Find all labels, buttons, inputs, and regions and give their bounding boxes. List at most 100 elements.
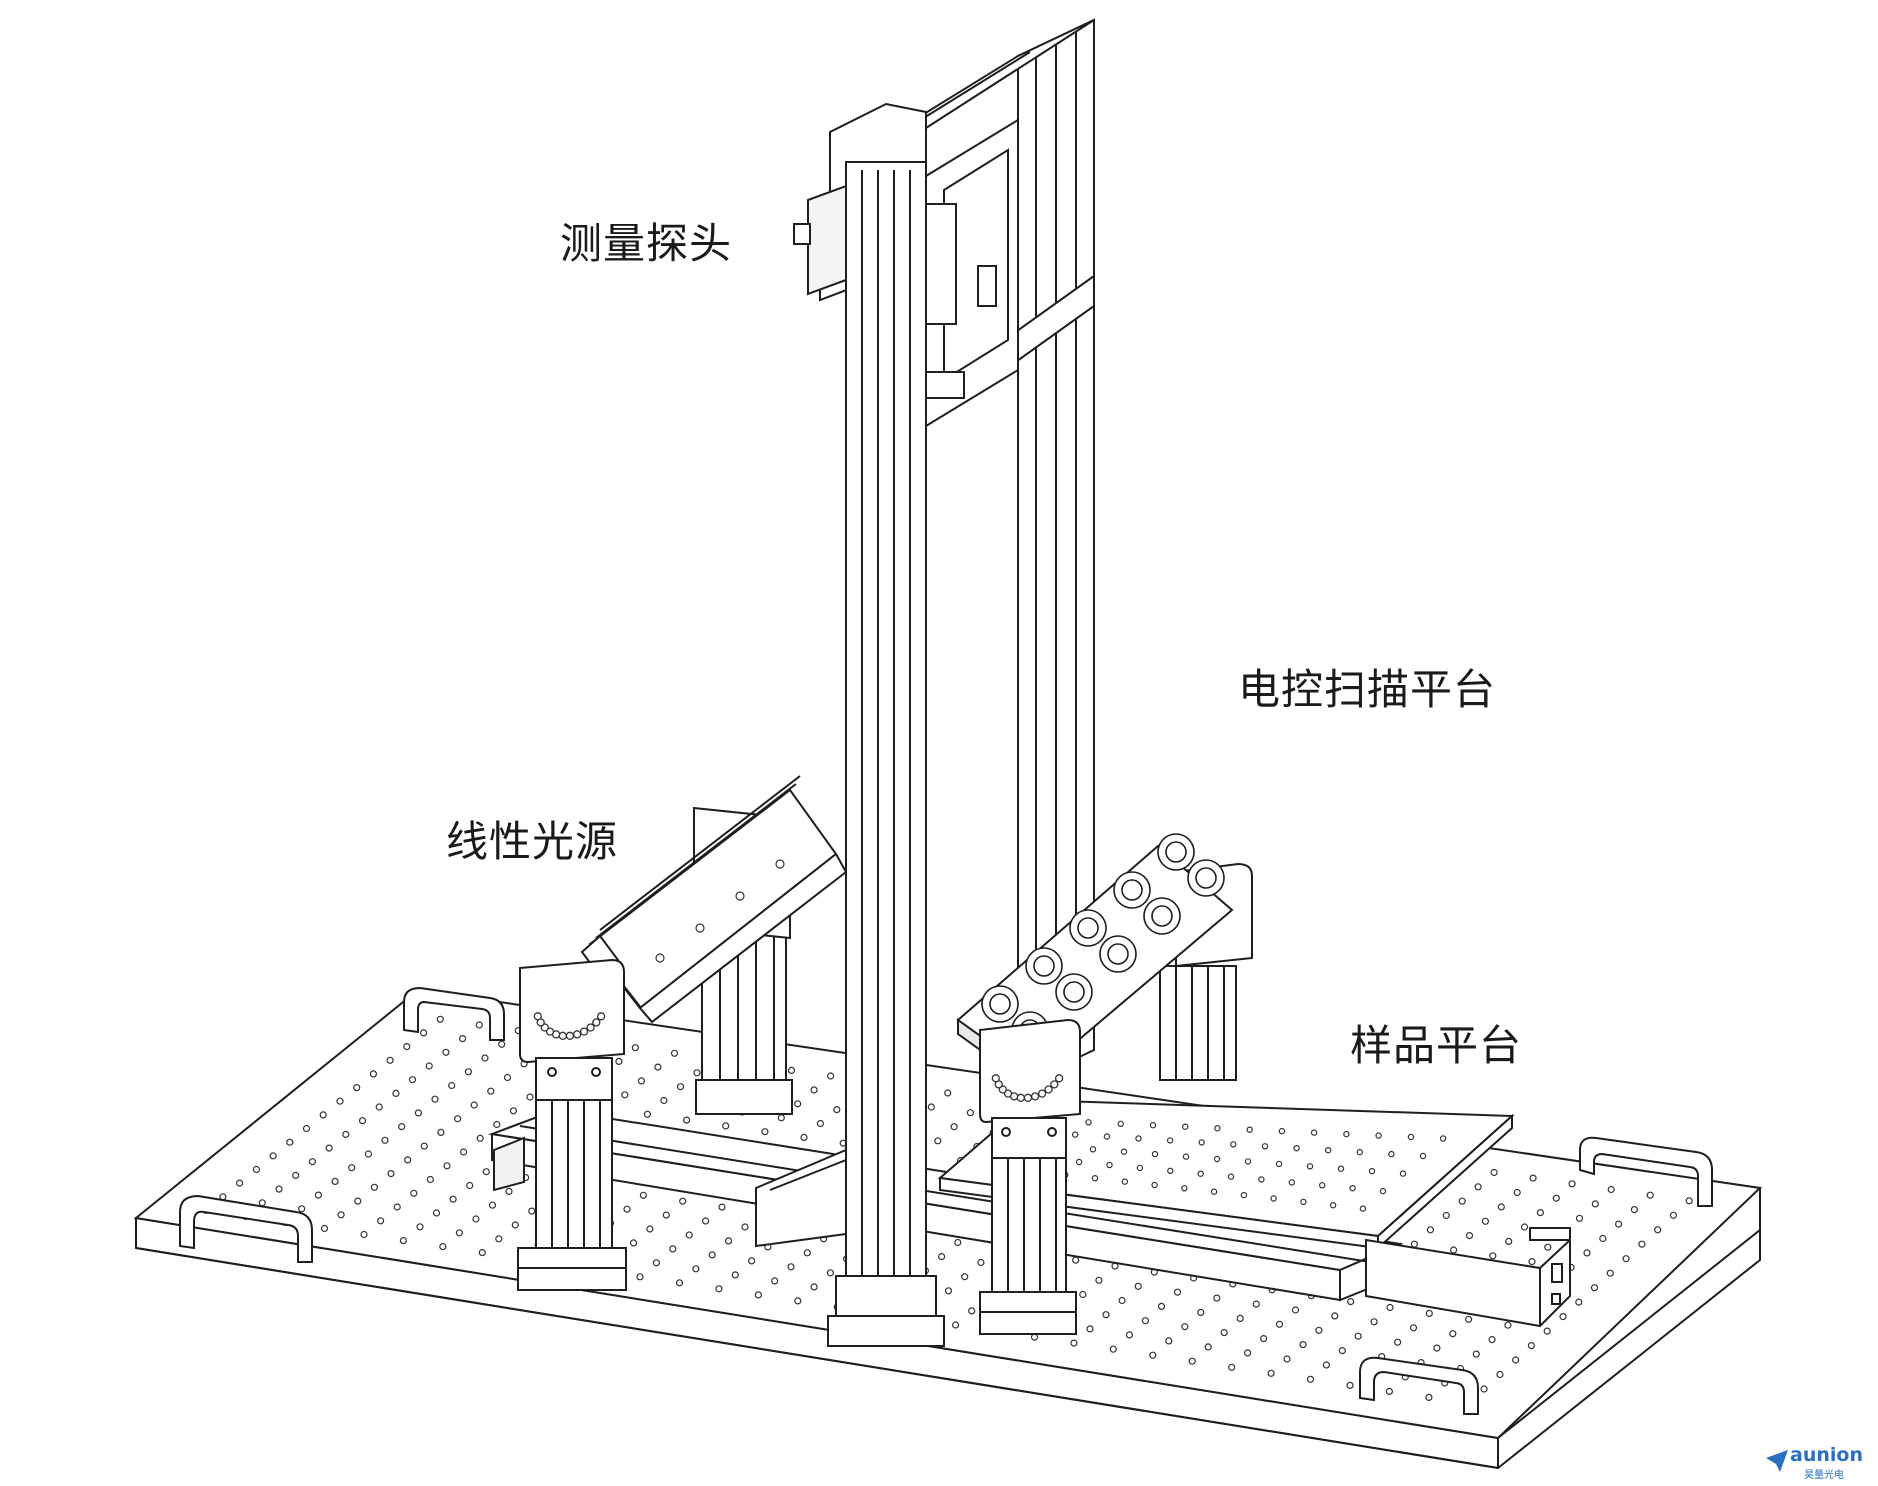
hole xyxy=(1465,1231,1474,1240)
hole xyxy=(258,1199,266,1207)
hole xyxy=(408,1076,417,1084)
hole xyxy=(810,1086,818,1094)
hole xyxy=(319,1111,327,1119)
hole xyxy=(1520,1223,1529,1231)
hole xyxy=(493,1120,501,1129)
hole xyxy=(437,1128,445,1137)
hole xyxy=(269,1152,277,1160)
hole xyxy=(950,1123,958,1131)
hole xyxy=(1591,1200,1599,1208)
hole xyxy=(1259,1334,1268,1343)
hole xyxy=(1181,1123,1189,1130)
hole xyxy=(1481,1217,1490,1225)
hole xyxy=(1167,1167,1174,1175)
hole xyxy=(596,1012,606,1021)
hole xyxy=(1359,1205,1367,1212)
hole xyxy=(794,1100,802,1108)
hole xyxy=(358,1117,367,1125)
hole xyxy=(1654,1226,1662,1234)
hole xyxy=(1188,1357,1196,1365)
hole xyxy=(1030,1092,1040,1101)
handle-front-right xyxy=(1359,1356,1479,1415)
hole xyxy=(701,1217,710,1225)
hole xyxy=(1107,943,1129,965)
label-linear-light-source: 线性光源 xyxy=(446,817,619,866)
hole xyxy=(1426,1226,1435,1234)
hole xyxy=(252,1165,260,1174)
hole xyxy=(592,1018,601,1027)
hole xyxy=(1151,1181,1158,1189)
hole xyxy=(431,1095,439,1103)
hole xyxy=(1385,1387,1394,1396)
hole xyxy=(1103,1133,1111,1140)
hole xyxy=(1149,1351,1157,1359)
hole xyxy=(1117,1120,1124,1128)
hole xyxy=(1283,1355,1291,1363)
handles xyxy=(179,986,1713,1415)
hole xyxy=(1347,1297,1355,1306)
hole xyxy=(1346,1381,1354,1390)
hole xyxy=(1375,1132,1382,1139)
hole xyxy=(1638,1240,1646,1248)
hole xyxy=(320,1224,329,1233)
sample-platform xyxy=(937,1098,1571,1328)
hole xyxy=(275,1185,283,1193)
hole xyxy=(636,1273,644,1281)
brand-logo xyxy=(1766,1450,1788,1472)
hole xyxy=(404,1156,412,1164)
hole xyxy=(487,1087,495,1095)
hole xyxy=(1354,1332,1362,1340)
hole xyxy=(1338,1346,1346,1355)
hole xyxy=(1583,1249,1591,1257)
hole xyxy=(1033,955,1055,977)
scan-lens-array xyxy=(956,833,1234,1092)
hole xyxy=(685,1231,693,1239)
hole xyxy=(1173,1288,1182,1296)
scan-stage-front-mount xyxy=(979,1018,1081,1335)
hole xyxy=(1410,1240,1419,1248)
hole xyxy=(1136,1164,1144,1172)
hole xyxy=(1149,1121,1157,1129)
hole xyxy=(1433,1344,1441,1352)
hole xyxy=(1270,1195,1277,1202)
hole xyxy=(1197,1170,1204,1177)
hole xyxy=(455,1229,463,1237)
hole xyxy=(236,1179,244,1187)
hole xyxy=(505,1187,513,1196)
hole xyxy=(1125,1331,1134,1339)
hole xyxy=(679,1197,687,1205)
hole xyxy=(426,1175,434,1184)
hole xyxy=(1458,1197,1466,1205)
hole xyxy=(386,1056,394,1064)
hole xyxy=(1181,1185,1188,1192)
hole xyxy=(1407,1133,1415,1141)
hole xyxy=(1488,1335,1496,1344)
hole xyxy=(1490,1168,1498,1177)
hole xyxy=(1220,1328,1228,1337)
hole xyxy=(989,993,1011,1015)
hole xyxy=(1016,1093,1025,1102)
hole xyxy=(1442,1211,1450,1220)
hole xyxy=(1393,1338,1402,1346)
hole xyxy=(503,1073,512,1082)
hole xyxy=(787,1263,795,1271)
hole xyxy=(1072,1256,1080,1264)
hole xyxy=(558,1031,567,1040)
hole xyxy=(1213,1155,1221,1163)
hole xyxy=(331,1177,339,1186)
hole xyxy=(1669,1211,1678,1219)
hole xyxy=(478,1248,486,1257)
hole xyxy=(403,1042,411,1051)
hole xyxy=(1230,1141,1237,1148)
hole xyxy=(646,1225,654,1233)
hole xyxy=(800,1133,808,1142)
hole xyxy=(410,1189,418,1197)
hole xyxy=(951,1321,960,1329)
hole xyxy=(454,1115,462,1123)
hole xyxy=(528,1207,536,1215)
hole xyxy=(375,1103,383,1111)
hole xyxy=(747,1257,756,1265)
hole xyxy=(1181,1323,1189,1331)
hole xyxy=(724,1237,733,1245)
